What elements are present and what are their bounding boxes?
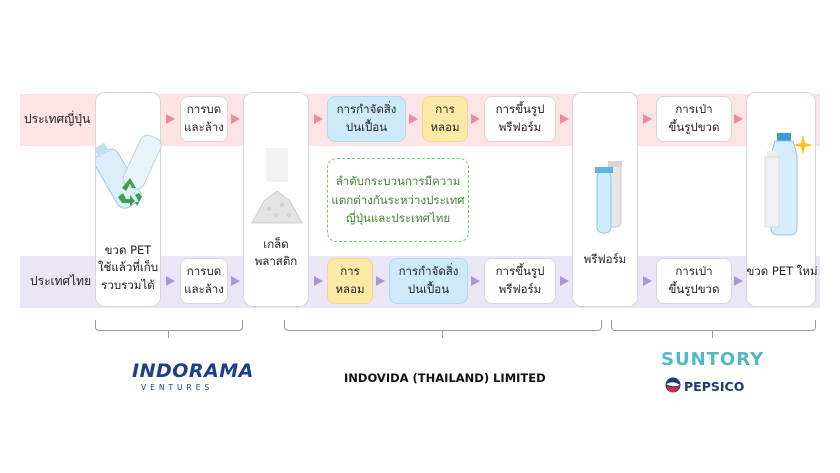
flow-arrow [734, 114, 743, 124]
flow-arrow [734, 276, 743, 286]
new-bottle-icon [764, 133, 798, 236]
preform-label: พรีฟอร์ม [583, 252, 627, 266]
sparkle-icon [793, 135, 813, 155]
recycle-icon [118, 178, 142, 206]
indovida-scope-brace [284, 320, 602, 331]
flow-arrow [314, 114, 323, 124]
plastic-bottle-icon [96, 134, 162, 209]
jp-blow-molding-step: การเป่า ขึ้นรูปขวด [656, 96, 732, 142]
brace-tick [712, 330, 713, 338]
new-bottle-card [746, 92, 816, 307]
flakes-card [243, 92, 309, 307]
flow-arrow [471, 276, 480, 286]
brace-tick [168, 330, 169, 338]
flow-arrow [643, 114, 652, 124]
process-difference-note: ลำดับกระบวนการมีความ แตกต่างกันระหว่างปร… [327, 158, 469, 242]
preform-tube-icon [595, 161, 622, 234]
brace-tick [442, 330, 443, 338]
row-label-thailand: ประเทศไทย [30, 274, 92, 288]
flow-arrow [560, 276, 569, 286]
collected-bottle-label: ขวด PET ใช้แล้วที่เก็บ รวบรวมได้ [97, 243, 159, 292]
flow-arrow [376, 276, 385, 286]
jp-decontamination-step: การกำจัดสิ่ง ปนเปื้อน [327, 96, 406, 142]
flow-arrow [409, 114, 418, 124]
pepsi-globe-icon [665, 377, 681, 393]
flakes-label: เกล็ด พลาสติก [254, 237, 298, 269]
suntory-pepsico-scope-brace [611, 320, 816, 331]
flow-arrow [166, 114, 175, 124]
indorama-scope-brace [95, 320, 243, 331]
flow-arrow [231, 114, 240, 124]
flow-arrow [166, 276, 175, 286]
flow-arrow [471, 114, 480, 124]
preform-card [572, 92, 638, 307]
indorama-logo-sub: VENTURES [141, 383, 214, 392]
flow-arrow [643, 276, 652, 286]
suntory-logo: SUNTORY [661, 349, 765, 370]
th-melting-step: การ หลอม [327, 258, 373, 304]
flow-arrow [231, 276, 240, 286]
collected-bottle-card [95, 92, 162, 307]
row-label-japan: ประเทศญี่ปุ่น [24, 112, 91, 126]
jp-preform-forming-step: การขึ้นรูป พรีฟอร์ม [484, 96, 556, 142]
plastic-flakes-icon [251, 148, 303, 224]
jp-crush-wash-step: การบด และล้าง [180, 96, 228, 142]
th-blow-molding-step: การเป่า ขึ้นรูปขวด [656, 258, 732, 304]
jp-melting-step: การ หลอม [422, 96, 468, 142]
th-preform-forming-step: การขึ้นรูป พรีฟอร์ม [484, 258, 556, 304]
indorama-logo: INDORAMA [132, 360, 254, 382]
th-crush-wash-step: การบด และล้าง [180, 258, 228, 304]
th-decontamination-step: การกำจัดสิ่ง ปนเปื้อน [389, 258, 468, 304]
pepsico-logo: PEPSICO [684, 379, 745, 394]
flow-arrow [314, 276, 323, 286]
flow-arrow [560, 114, 569, 124]
new-bottle-label: ขวด PET ใหม่ [746, 264, 818, 278]
indovida-name: INDOVIDA (THAILAND) LIMITED [344, 371, 546, 385]
